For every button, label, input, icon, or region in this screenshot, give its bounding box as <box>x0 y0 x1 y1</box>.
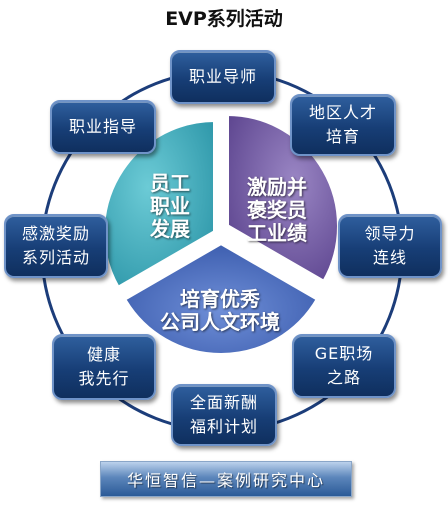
node-ge-path: GE职场 之路 <box>292 334 396 398</box>
node-health: 健康 我先行 <box>52 334 156 400</box>
segment-right-shape <box>225 111 341 285</box>
node-career-guidance: 职业指导 <box>50 100 156 154</box>
diagram-title: EVP系列活动 <box>165 8 283 30</box>
segment-bottom-line2: 公司人文环境 <box>160 310 280 334</box>
node-guidance-line1: 职业指导 <box>68 117 137 136</box>
node-ge-line1: GE职场 <box>314 344 374 363</box>
node-leadership-line2: 连线 <box>372 248 407 267</box>
node-rewards-line2: 系列活动 <box>21 248 90 267</box>
segment-right-line3: 工业绩 <box>247 221 307 245</box>
segment-left-line2: 职业 <box>150 194 190 218</box>
node-health-line2: 我先行 <box>78 369 130 388</box>
node-rewards-line1: 感激奖励 <box>21 224 90 243</box>
node-leadership-line1: 领导力 <box>364 224 416 243</box>
segment-left-line1: 员工 <box>150 171 190 195</box>
node-benefits-line2: 福利计划 <box>189 417 258 436</box>
node-regional-line1: 地区人才 <box>308 103 377 122</box>
segment-bottom-label: 培育优秀 公司人文环境 <box>145 288 295 334</box>
segment-left-label: 员工 职业 发展 <box>135 172 205 241</box>
node-benefits: 全面新酬 福利计划 <box>171 384 277 446</box>
node-rewards: 感激奖励 系列活动 <box>4 214 108 278</box>
segment-left-line3: 发展 <box>150 217 190 241</box>
node-mentor-line1: 职业导师 <box>188 67 257 86</box>
segment-right-line2: 褒奖员 <box>247 198 307 222</box>
node-ge-line2: 之路 <box>326 368 361 387</box>
footer-banner: 华恒智信—案例研究中心 <box>100 461 352 497</box>
node-leadership: 领导力 连线 <box>338 214 442 278</box>
segment-bottom-shape <box>121 240 321 357</box>
footer-banner-text: 华恒智信—案例研究中心 <box>126 471 325 490</box>
segment-right-label: 激励并 褒奖员 工业绩 <box>237 176 317 245</box>
segment-right-line1: 激励并 <box>247 175 307 199</box>
segment-bottom-line1: 培育优秀 <box>180 287 260 311</box>
node-regional-talent: 地区人才 培育 <box>290 94 396 156</box>
node-mentor: 职业导师 <box>170 50 276 104</box>
node-benefits-line1: 全面新酬 <box>189 393 258 412</box>
node-regional-line2: 培育 <box>325 127 360 146</box>
node-health-line1: 健康 <box>86 345 121 364</box>
